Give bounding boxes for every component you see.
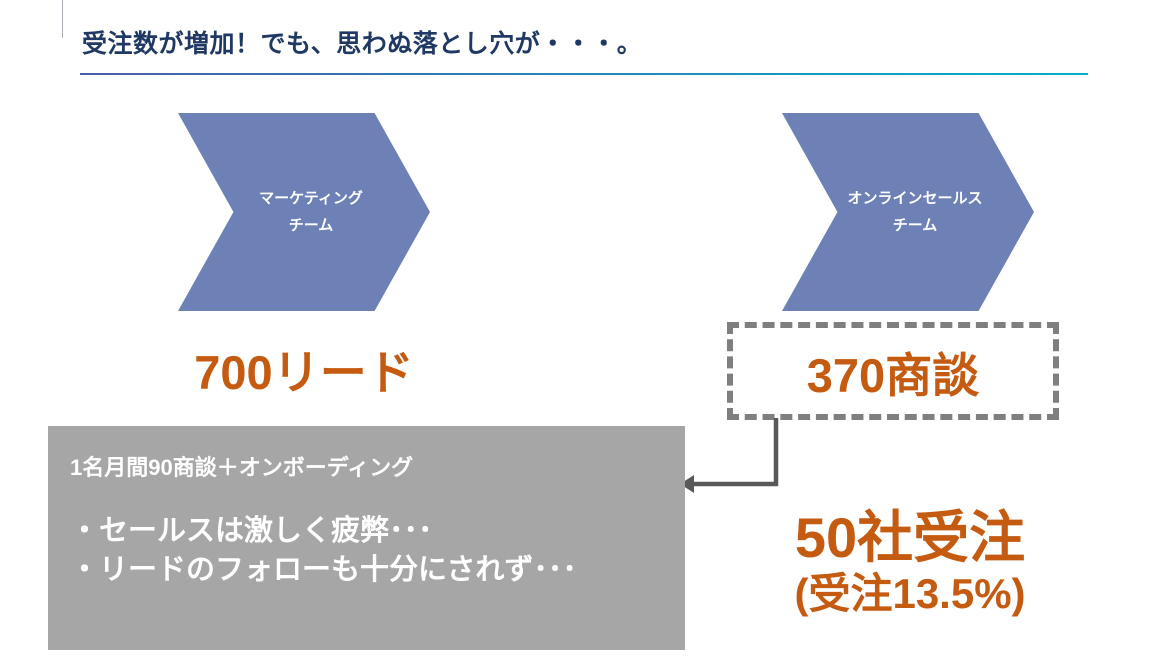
title-underline [80,73,1088,75]
deals-metric-dashed-box: 370商談 [727,322,1059,420]
online-sales-chevron-label-line1: オンラインセールス [847,190,983,207]
result-block: 50社受注 (受注13.5%) [735,506,1085,619]
slide-edge-line [62,0,63,38]
marketing-chevron-label-line1: マーケティング [259,190,363,207]
online-sales-chevron-shape: オンラインセールス チーム [782,113,1034,311]
result-rate-metric: (受注13.5%) [794,570,1026,618]
note-box-header: 1名月間90商談＋オンボーディング [70,455,414,480]
note-box-bullet-1: ・セールスは激しく疲弊･･･ [70,515,433,547]
elbow-arrow-connector [680,418,779,493]
deals-metric: 370商談 [806,348,980,402]
result-orders-metric: 50社受注 [794,506,1026,569]
page-title: 受注数が増加！でも、思わぬ落とし穴が・・・。 [82,30,643,58]
marketing-chevron-shape: マーケティング チーム [178,113,430,311]
marketing-chevron-label-line2: チーム [288,217,334,234]
elbow-arrow-line [694,418,779,487]
online-sales-chevron-label-line2: チーム [892,217,938,234]
note-box-bullet-2: ・リードのフォローも十分にされず･･･ [70,554,577,587]
note-box: 1名月間90商談＋オンボーディング ・セールスは激しく疲弊･･･ ・リードのフォ… [48,426,685,650]
elbow-arrow-head [680,475,694,493]
leads-metric: 700リード [194,346,414,399]
